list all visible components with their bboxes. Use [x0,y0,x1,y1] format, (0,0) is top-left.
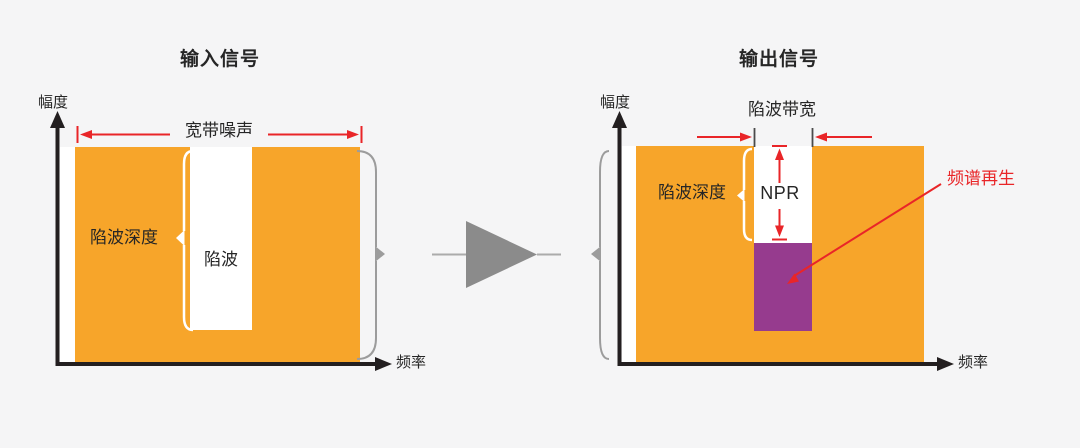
output-signal-brace [591,150,610,360]
notch-bandwidth-label: 陷波带宽 [748,100,816,119]
amplifier-icon [432,221,561,288]
input-notch [190,147,252,330]
output-x-axis-label: 频率 [958,354,989,371]
spectral-regrowth-arrow [787,183,942,284]
input-y-axis-arrow [50,111,65,128]
input-notch-label: 陷波 [204,250,238,269]
input-x-axis-arrow [375,357,392,371]
output-plot-gap [622,146,636,362]
output-axes [617,125,940,366]
output-notch-depth-label: 陷波深度 [658,183,726,202]
input-x-axis-label: 频率 [396,354,427,371]
input-y-axis-label: 幅度 [38,94,69,111]
output-x-axis-arrow [937,357,954,371]
output-notch-depth-brace [737,147,753,242]
output-chart-title: 输出信号 [738,49,819,70]
npr-measure-arrow [772,145,787,241]
wideband-noise-measure-arrows [76,126,363,143]
input-signal-brace [356,150,385,360]
spectral-regrowth-label: 频谱再生 [947,169,1015,188]
notch-bandwidth-measure [697,128,872,147]
output-y-axis-label: 幅度 [600,94,631,111]
input-notch-depth-brace [176,149,194,332]
npr-label: NPR [760,183,800,203]
spectral-regrowth-block [754,243,812,331]
input-notch-depth-label: 陷波深度 [90,228,158,247]
input-axes [55,125,379,366]
wideband-noise-label: 宽带噪声 [185,121,253,140]
input-chart-title: 输入信号 [179,49,260,70]
input-plot-gap [60,147,75,362]
amplifier-triangle-icon [466,221,537,288]
output-y-axis-arrow [612,111,627,128]
